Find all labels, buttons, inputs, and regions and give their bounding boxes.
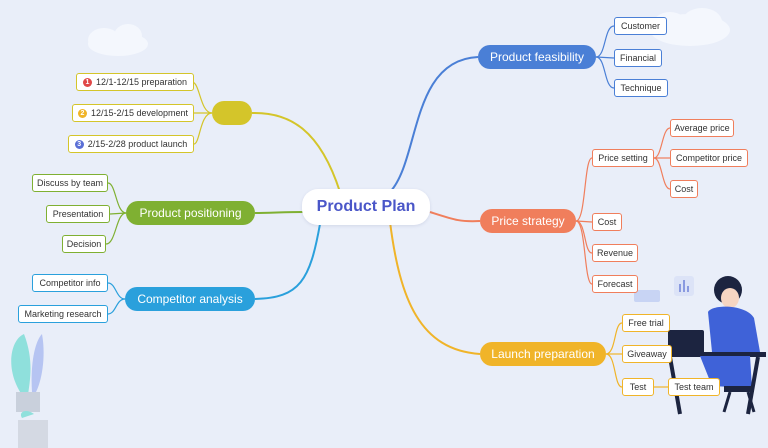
- subtopic-schedule-1[interactable]: 1 12/1-12/15 preparation: [76, 73, 194, 91]
- number-badge-1: 1: [82, 77, 92, 87]
- subtopic-competitor-price[interactable]: Competitor price: [670, 149, 748, 167]
- topic-launch-preparation[interactable]: Launch preparation: [480, 342, 606, 366]
- subtopic-test[interactable]: Test: [622, 378, 654, 396]
- subtopic-free-trial[interactable]: Free trial: [622, 314, 670, 332]
- subtopic-schedule-1-label: 12/1-12/15 preparation: [95, 77, 188, 87]
- topic-product-feasibility[interactable]: Product feasibility: [478, 45, 596, 69]
- subtopic-marketing-research[interactable]: Marketing research: [18, 305, 108, 323]
- plant-illustration: [11, 334, 48, 448]
- subtopic-average-price[interactable]: Average price: [670, 119, 734, 137]
- number-badge-2: 2: [77, 108, 87, 118]
- subtopic-schedule-2[interactable]: 2 12/15-2/15 development: [72, 104, 194, 122]
- subtopic-competitor-info[interactable]: Competitor info: [32, 274, 108, 292]
- link-launch: [389, 221, 481, 355]
- number-badge-3: 3: [74, 139, 84, 149]
- link-schedule: [251, 111, 341, 193]
- topic-product-positioning[interactable]: Product positioning: [126, 201, 255, 225]
- subtopic-giveaway[interactable]: Giveaway: [622, 345, 672, 363]
- link-price: [429, 211, 481, 223]
- link-feasibility: [389, 56, 479, 193]
- subtopic-customer[interactable]: Customer: [614, 17, 667, 35]
- subtopic-schedule-3[interactable]: 3 2/15-2/28 product launch: [68, 135, 194, 153]
- subtopic-presentation[interactable]: Presentation: [46, 205, 110, 223]
- link-competitor: [254, 223, 321, 300]
- topic-price-strategy[interactable]: Price strategy: [480, 209, 576, 233]
- subtopic-test-team[interactable]: Test team: [668, 378, 720, 396]
- subtopic-schedule-2-label: 12/15-2/15 development: [90, 108, 189, 118]
- subtopic-price-setting[interactable]: Price setting: [592, 149, 654, 167]
- cloud-decoration: [88, 8, 730, 56]
- subtopic-discuss-by-team[interactable]: Discuss by team: [32, 174, 108, 192]
- topic-schedule[interactable]: [212, 101, 252, 125]
- subtopic-schedule-3-label: 2/15-2/28 product launch: [87, 139, 188, 149]
- subtopic-decision[interactable]: Decision: [62, 235, 106, 253]
- chart-decoration: [634, 276, 694, 302]
- subtopic-revenue[interactable]: Revenue: [592, 244, 638, 262]
- link-positioning: [254, 211, 304, 214]
- topic-competitor-analysis[interactable]: Competitor analysis: [125, 287, 255, 311]
- subtopic-technique[interactable]: Technique: [614, 79, 668, 97]
- subtopic-forecast[interactable]: Forecast: [592, 275, 638, 293]
- subtopic-setting-cost[interactable]: Cost: [670, 180, 698, 198]
- central-topic[interactable]: Product Plan: [302, 189, 430, 225]
- subtopic-financial[interactable]: Financial: [614, 49, 662, 67]
- subtopic-cost[interactable]: Cost: [592, 213, 622, 231]
